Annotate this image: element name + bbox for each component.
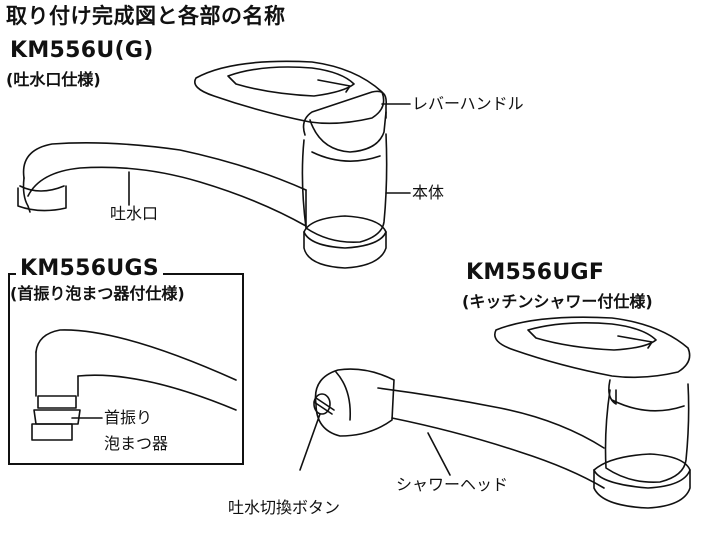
faucet-km556ugs-illustration (31, 329, 237, 441)
model-spec-km556ugf: (キッチンシャワー付仕様) (462, 292, 653, 311)
faucet-km556ugf-illustration (299, 316, 691, 509)
faucet-km556u-illustration (17, 60, 411, 269)
label-lever-handle: レバーハンドル (412, 94, 524, 113)
model-spec-km556u: (吐水口仕様) (6, 70, 101, 89)
label-swivel-aerator-line1: 首振り (104, 408, 153, 427)
model-name-km556ugs: KM556UGS (16, 258, 164, 280)
label-shower-head: シャワーヘッド (396, 475, 509, 494)
model-spec-km556ugs: (首振り泡まつ器付仕様) (10, 284, 185, 303)
label-spout: 吐水口 (110, 204, 159, 223)
label-body: 本体 (412, 183, 445, 202)
model-name-km556u: KM556U(G) (10, 38, 154, 63)
model-name-km556ugf: KM556UGF (466, 260, 605, 285)
label-spray-switch-button: 吐水切換ボタン (228, 498, 341, 517)
label-swivel-aerator-line2: 泡まつ器 (104, 434, 169, 453)
page-title: 取り付け完成図と各部の名称 (6, 4, 286, 28)
